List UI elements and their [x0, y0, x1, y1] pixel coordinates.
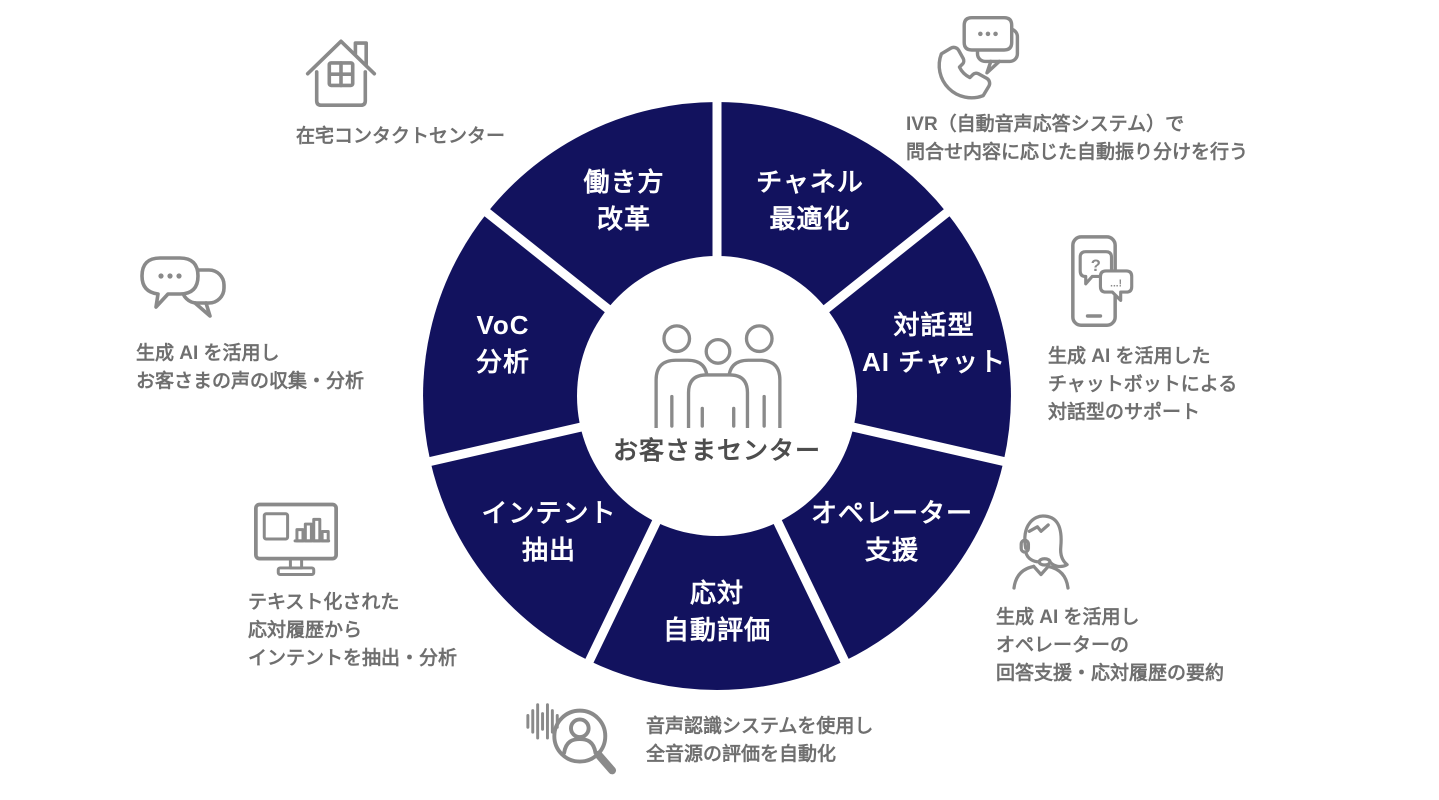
segment-label-line: オペレーター — [810, 498, 974, 528]
monitor-chart-icon — [248, 497, 457, 581]
segment-label-line: 自動評価 — [662, 615, 772, 645]
segment-label-line: 改革 — [596, 204, 652, 234]
segment-label-line: インテント — [481, 498, 617, 528]
segment-label-voc-analysis: VoC 分析 — [476, 307, 530, 381]
annotation-operator-assist: 生成 AI を活用し オペレーターの 回答支援・応対履歴の要約 — [996, 506, 1224, 688]
segment-label-line: 分析 — [475, 347, 531, 377]
annotation-text-line: 生成 AI を活用し — [996, 607, 1140, 628]
annotation-text-line: インテントを抽出・分析 — [248, 648, 458, 669]
annotation-speech-recognition: 音声認識システムを使用し 全音源の評価を自動化 — [520, 692, 873, 790]
phone-chat-icon — [930, 12, 1248, 107]
annotation-text-line: 全音源の評価を自動化 — [646, 744, 837, 765]
annotation-text-line: 応対履歴から — [248, 620, 363, 641]
annotation-voc-collection: 生成 AI を活用し お客さまの声の収集・分析 — [136, 252, 364, 396]
annotation-text-line: チャットボットによる — [1048, 374, 1238, 395]
segment-label-channel-optimization: チャネル 最適化 — [756, 164, 864, 238]
chat-bubbles-icon — [136, 252, 364, 332]
annotation-text-line: テキスト化された — [248, 592, 400, 613]
wheel-center-label: お客さまセンター — [612, 437, 822, 465]
house-icon — [296, 26, 505, 116]
annotation-text-line: 問合せ内容に応じた自動振り分けを行う — [906, 142, 1249, 163]
annotation-text-line: オペレーターの — [996, 635, 1130, 656]
three-people-icon — [639, 318, 797, 428]
segment-label-line: AI チャット — [862, 347, 1006, 377]
annotation-ivr-routing: IVR（自動音声応答システム）で 問合せ内容に応じた自動振り分けを行う — [906, 12, 1248, 167]
segment-label-conversational-ai-chat: 対話型 AI チャット — [862, 307, 1006, 381]
segment-label-line: 支援 — [864, 535, 920, 565]
dots-exclamation-glyph: ...! — [1110, 279, 1122, 290]
segment-label-line: 働き方 — [583, 167, 665, 197]
segment-label-line: 抽出 — [521, 535, 577, 565]
annotation-text-line: お客さまの声の収集・分析 — [136, 371, 365, 392]
segment-label-line: 最適化 — [769, 204, 851, 234]
annotation-intent-analysis: テキスト化された 応対履歴から インテントを抽出・分析 — [248, 497, 457, 673]
segment-label-intent-extraction: インテント 抽出 — [481, 495, 616, 569]
question-mark-glyph: ? — [1091, 256, 1101, 275]
segment-label-operator-support: オペレーター 支援 — [811, 495, 973, 569]
wheel-segment-response-auto-evaluation — [589, 396, 845, 691]
segment-label-response-auto-evaluation: 応対 自動評価 — [663, 575, 771, 649]
annotation-text-line: 音声認識システムを使用し — [646, 716, 874, 737]
annotation-generative-ai-chatbot: ? ...! 生成 AI を活用した チャットボットによる 対話型のサポート — [1048, 231, 1237, 427]
segment-label-line: VoC — [476, 310, 530, 340]
operator-headset-icon — [996, 506, 1224, 598]
smartphone-chat-icon: ? ...! — [1048, 231, 1237, 333]
annotation-text-line: 生成 AI を活用し — [136, 343, 280, 364]
annotation-remote-contact-center: 在宅コンタクトセンター — [296, 26, 505, 151]
annotation-text-line: 回答支援・応対履歴の要約 — [996, 663, 1225, 684]
annotation-text-line: 対話型のサポート — [1048, 402, 1201, 423]
annotation-text-line: 生成 AI を活用した — [1048, 346, 1211, 367]
segment-label-workstyle-reform: 働き方 改革 — [583, 164, 664, 238]
segment-label-line: チャネル — [756, 167, 864, 197]
segment-label-line: 対話型 — [893, 310, 975, 340]
voice-search-icon — [520, 692, 620, 790]
annotation-text-line: IVR（自動音声応答システム）で — [906, 114, 1185, 135]
annotation-text-line: 在宅コンタクトセンター — [296, 126, 506, 147]
segment-label-line: 応対 — [689, 578, 745, 608]
